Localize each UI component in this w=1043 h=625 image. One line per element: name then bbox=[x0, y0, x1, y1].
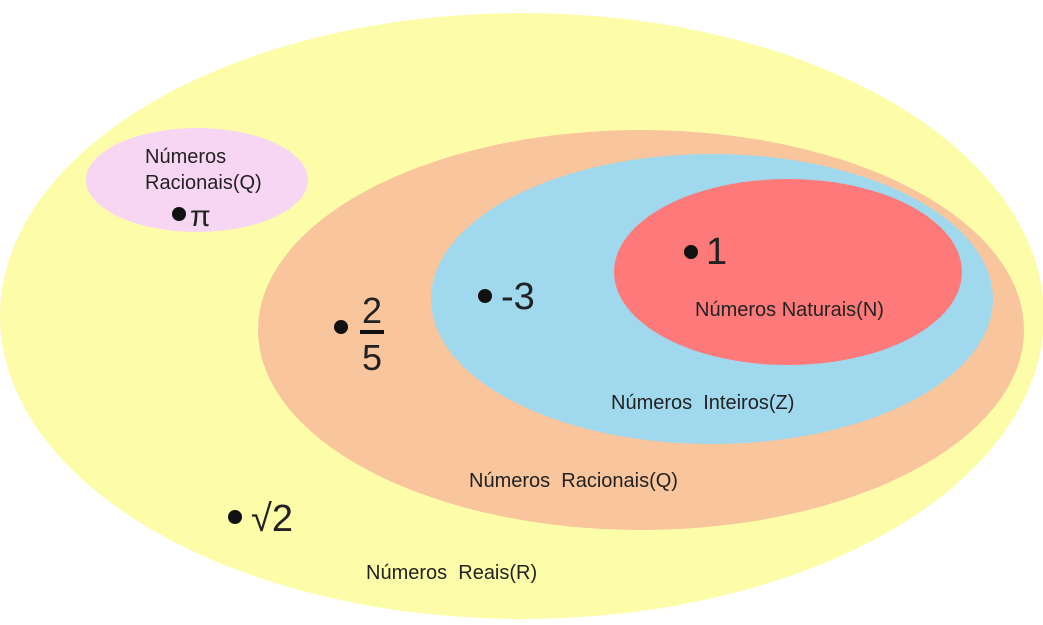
element-one: 1 bbox=[706, 231, 727, 273]
label-irracionais-line2: Racionais(Q) bbox=[145, 172, 262, 194]
element-minus-three: -3 bbox=[501, 276, 535, 318]
label-naturais: Números Naturais(N) bbox=[695, 299, 884, 321]
dot-pi bbox=[172, 207, 186, 221]
element-sqrt-two: √2 bbox=[251, 498, 293, 540]
dot-minus-three bbox=[478, 289, 492, 303]
fraction-denominator: 5 bbox=[362, 337, 382, 378]
fraction-bar bbox=[360, 330, 384, 334]
element-pi: π bbox=[190, 200, 211, 233]
dot-fraction bbox=[334, 320, 348, 334]
label-reais: Números Reais(R) bbox=[366, 562, 537, 584]
set-naturais bbox=[614, 179, 962, 365]
fraction-numerator: 2 bbox=[362, 290, 382, 331]
dot-sqrt-two bbox=[228, 510, 242, 524]
label-irracionais-line1: Números bbox=[145, 146, 226, 168]
label-racionais: Números Racionais(Q) bbox=[469, 470, 678, 492]
dot-one bbox=[684, 245, 698, 259]
label-inteiros: Números Inteiros(Z) bbox=[611, 392, 794, 414]
set-irracionais bbox=[86, 128, 308, 232]
